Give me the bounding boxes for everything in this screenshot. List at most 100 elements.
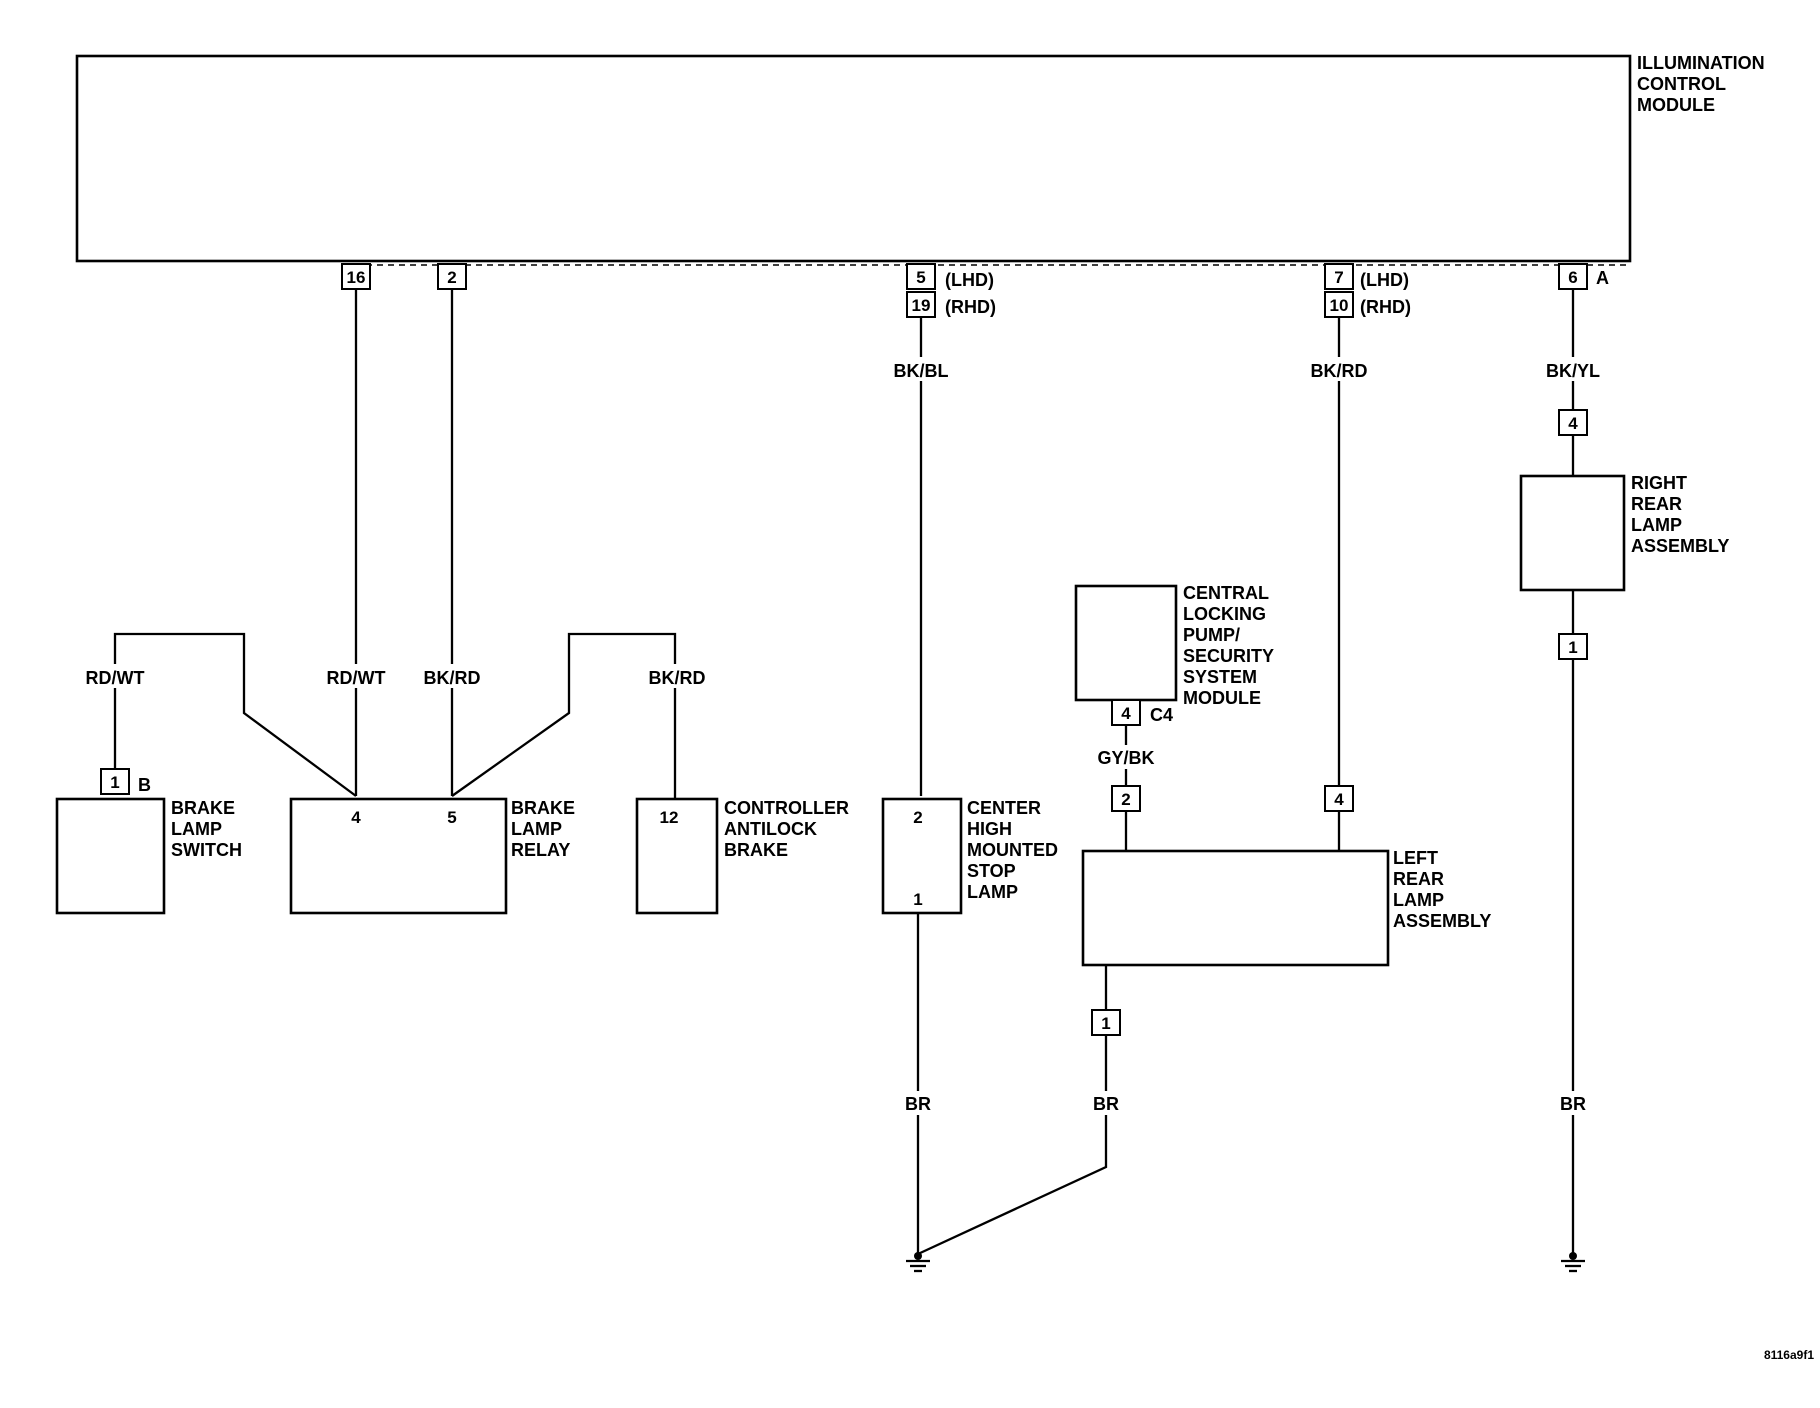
icm-pin-2: 2 [437,263,467,290]
left-pin-1-number: 1 [1101,1014,1110,1033]
left-rear-label-line-3: LAMP [1393,890,1444,910]
icm-label-line-3: MODULE [1637,95,1715,115]
left-rear-label-line-1: LEFT [1393,848,1438,868]
left-rear-lamp-assembly: 2 4 LEFT REAR LAMP ASSEMBLY 1 [1081,785,1491,1036]
wire-label-bk-rd-cab: BK/RD [649,668,706,688]
relay-label-line-3: RELAY [511,840,570,860]
right-rear-label-line-1: RIGHT [1631,473,1687,493]
wire-rd-wt-switch [113,632,357,797]
right-rear-lamp-assembly: 4 RIGHT REAR LAMP ASSEMBLY 1 [1519,409,1729,660]
icm-pin-10-rhd-note: (RHD) [1360,297,1411,317]
relay-pin-4-number: 4 [351,808,361,827]
icm-pin-19-rhd-note: (RHD) [945,297,996,317]
wire-label-rd-wt-relay: RD/WT [327,668,386,688]
icm-pin-19-number: 19 [912,296,931,315]
security-pin-4-number: 4 [1121,704,1131,723]
icm-pin-7-lhd-note: (LHD) [1360,270,1409,290]
label-bg-rd-wt-switch [82,664,148,688]
wire-label-bk-bl: BK/BL [894,361,949,381]
chmsl-label-line-1: CENTER [967,798,1041,818]
label-bg-bk-bl [885,357,957,381]
left-pin-2-number: 2 [1121,790,1130,809]
brake-lamp-switch: 1 B BRAKE LAMP SWITCH [55,768,242,915]
central-locking-security-module: CENTRAL LOCKING PUMP/ SECURITY SYSTEM MO… [1074,583,1274,726]
label-bg-gy-bk [1090,745,1162,769]
wire-label-br-left: BR [1093,1094,1119,1114]
security-label-line-3: PUMP/ [1183,625,1240,645]
switch-label-line-2: LAMP [171,819,222,839]
label-bg-bk-rd-cab [641,664,709,688]
switch-label-line-1: BRAKE [171,798,235,818]
relay-label-line-2: LAMP [511,819,562,839]
cab-label-line-1: CONTROLLER [724,798,849,818]
label-bg-br-right [1553,1091,1593,1115]
wire-label-gy-bk: GY/BK [1097,748,1154,768]
label-bg-bk-rd-left [1302,357,1376,381]
label-bg-br-chmsl [898,1091,938,1115]
ground-icon [1561,1252,1585,1273]
cab-box [635,797,719,915]
icm-pin-2-number: 2 [447,268,456,287]
wire-label-br-chmsl: BR [905,1094,931,1114]
cab-label-line-3: BRAKE [724,840,788,860]
icm-pin-6: 6 A [1558,263,1609,290]
right-pin-4-number: 4 [1568,414,1578,433]
wire-label-rd-wt-switch: RD/WT [86,668,145,688]
security-label-line-5: SYSTEM [1183,667,1257,687]
relay-pin-5-number: 5 [447,808,456,827]
security-pin-4-box [1111,699,1141,726]
icm-pin-7-number: 7 [1334,268,1343,287]
switch-connector-b-label: B [138,775,151,795]
wire-br-left [917,1035,1108,1256]
label-bg-bk-yl [1536,357,1610,381]
left-rear-label-line-4: ASSEMBLY [1393,911,1491,931]
icm-connector-a-label: A [1596,268,1609,288]
security-label-line-2: LOCKING [1183,604,1266,624]
wire-bk-rd-cab [451,632,677,799]
icm-pin-5: 5 (LHD) [906,263,994,290]
chmsl-label-line-5: LAMP [967,882,1018,902]
icm-pin-7: 7 (LHD) [1324,263,1409,290]
switch-pin-1-number: 1 [110,773,119,792]
wire-label-bk-rd-relay: BK/RD [424,668,481,688]
center-high-mounted-stop-lamp: 2 1 CENTER HIGH MOUNTED STOP LAMP [881,797,1058,915]
icm-box [75,54,1632,263]
cab-pin-12-number: 12 [660,808,679,827]
right-pin-1-number: 1 [1568,638,1577,657]
right-rear-label-line-3: LAMP [1631,515,1682,535]
left-rear-label-line-2: REAR [1393,869,1444,889]
figure-code: 8116a9f1 [1764,1348,1814,1362]
left-rear-box [1081,849,1390,967]
label-bg-br-left [1086,1091,1126,1115]
icm-label-line-1: ILLUMINATION [1637,53,1765,73]
icm-pin-10: 10 (RHD) [1324,291,1411,318]
security-label-line-1: CENTRAL [1183,583,1269,603]
chmsl-label-line-2: HIGH [967,819,1012,839]
chmsl-label-line-3: MOUNTED [967,840,1058,860]
chmsl-box [881,797,963,915]
chmsl-pin-2-number: 2 [913,808,922,827]
security-box [1074,584,1178,702]
label-bg-bk-rd-relay [418,664,486,688]
chmsl-label-line-4: STOP [967,861,1016,881]
icm-pin-19: 19 (RHD) [906,291,996,318]
security-connector-c4-label: C4 [1150,705,1173,725]
right-rear-label-line-4: ASSEMBLY [1631,536,1729,556]
brake-lamp-relay: 4 5 BRAKE LAMP RELAY [289,797,575,915]
icm-pin-6-number: 6 [1568,268,1577,287]
wire-label-bk-rd-left: BK/RD [1311,361,1368,381]
icm-pin-5-lhd-note: (LHD) [945,270,994,290]
relay-label-line-1: BRAKE [511,798,575,818]
right-pin-1-box [1558,633,1588,660]
chmsl-pin-1-number: 1 [913,890,922,909]
cab-label-line-2: ANTILOCK [724,819,817,839]
illumination-control-module: ILLUMINATION CONTROL MODULE [75,53,1765,266]
right-rear-box [1519,474,1626,592]
icm-pin-16: 16 [341,263,371,290]
switch-box [55,797,166,915]
wire-label-br-right: BR [1560,1094,1586,1114]
security-label-line-6: MODULE [1183,688,1261,708]
icm-pin-5-number: 5 [916,268,925,287]
switch-pin-1-box [100,768,130,795]
